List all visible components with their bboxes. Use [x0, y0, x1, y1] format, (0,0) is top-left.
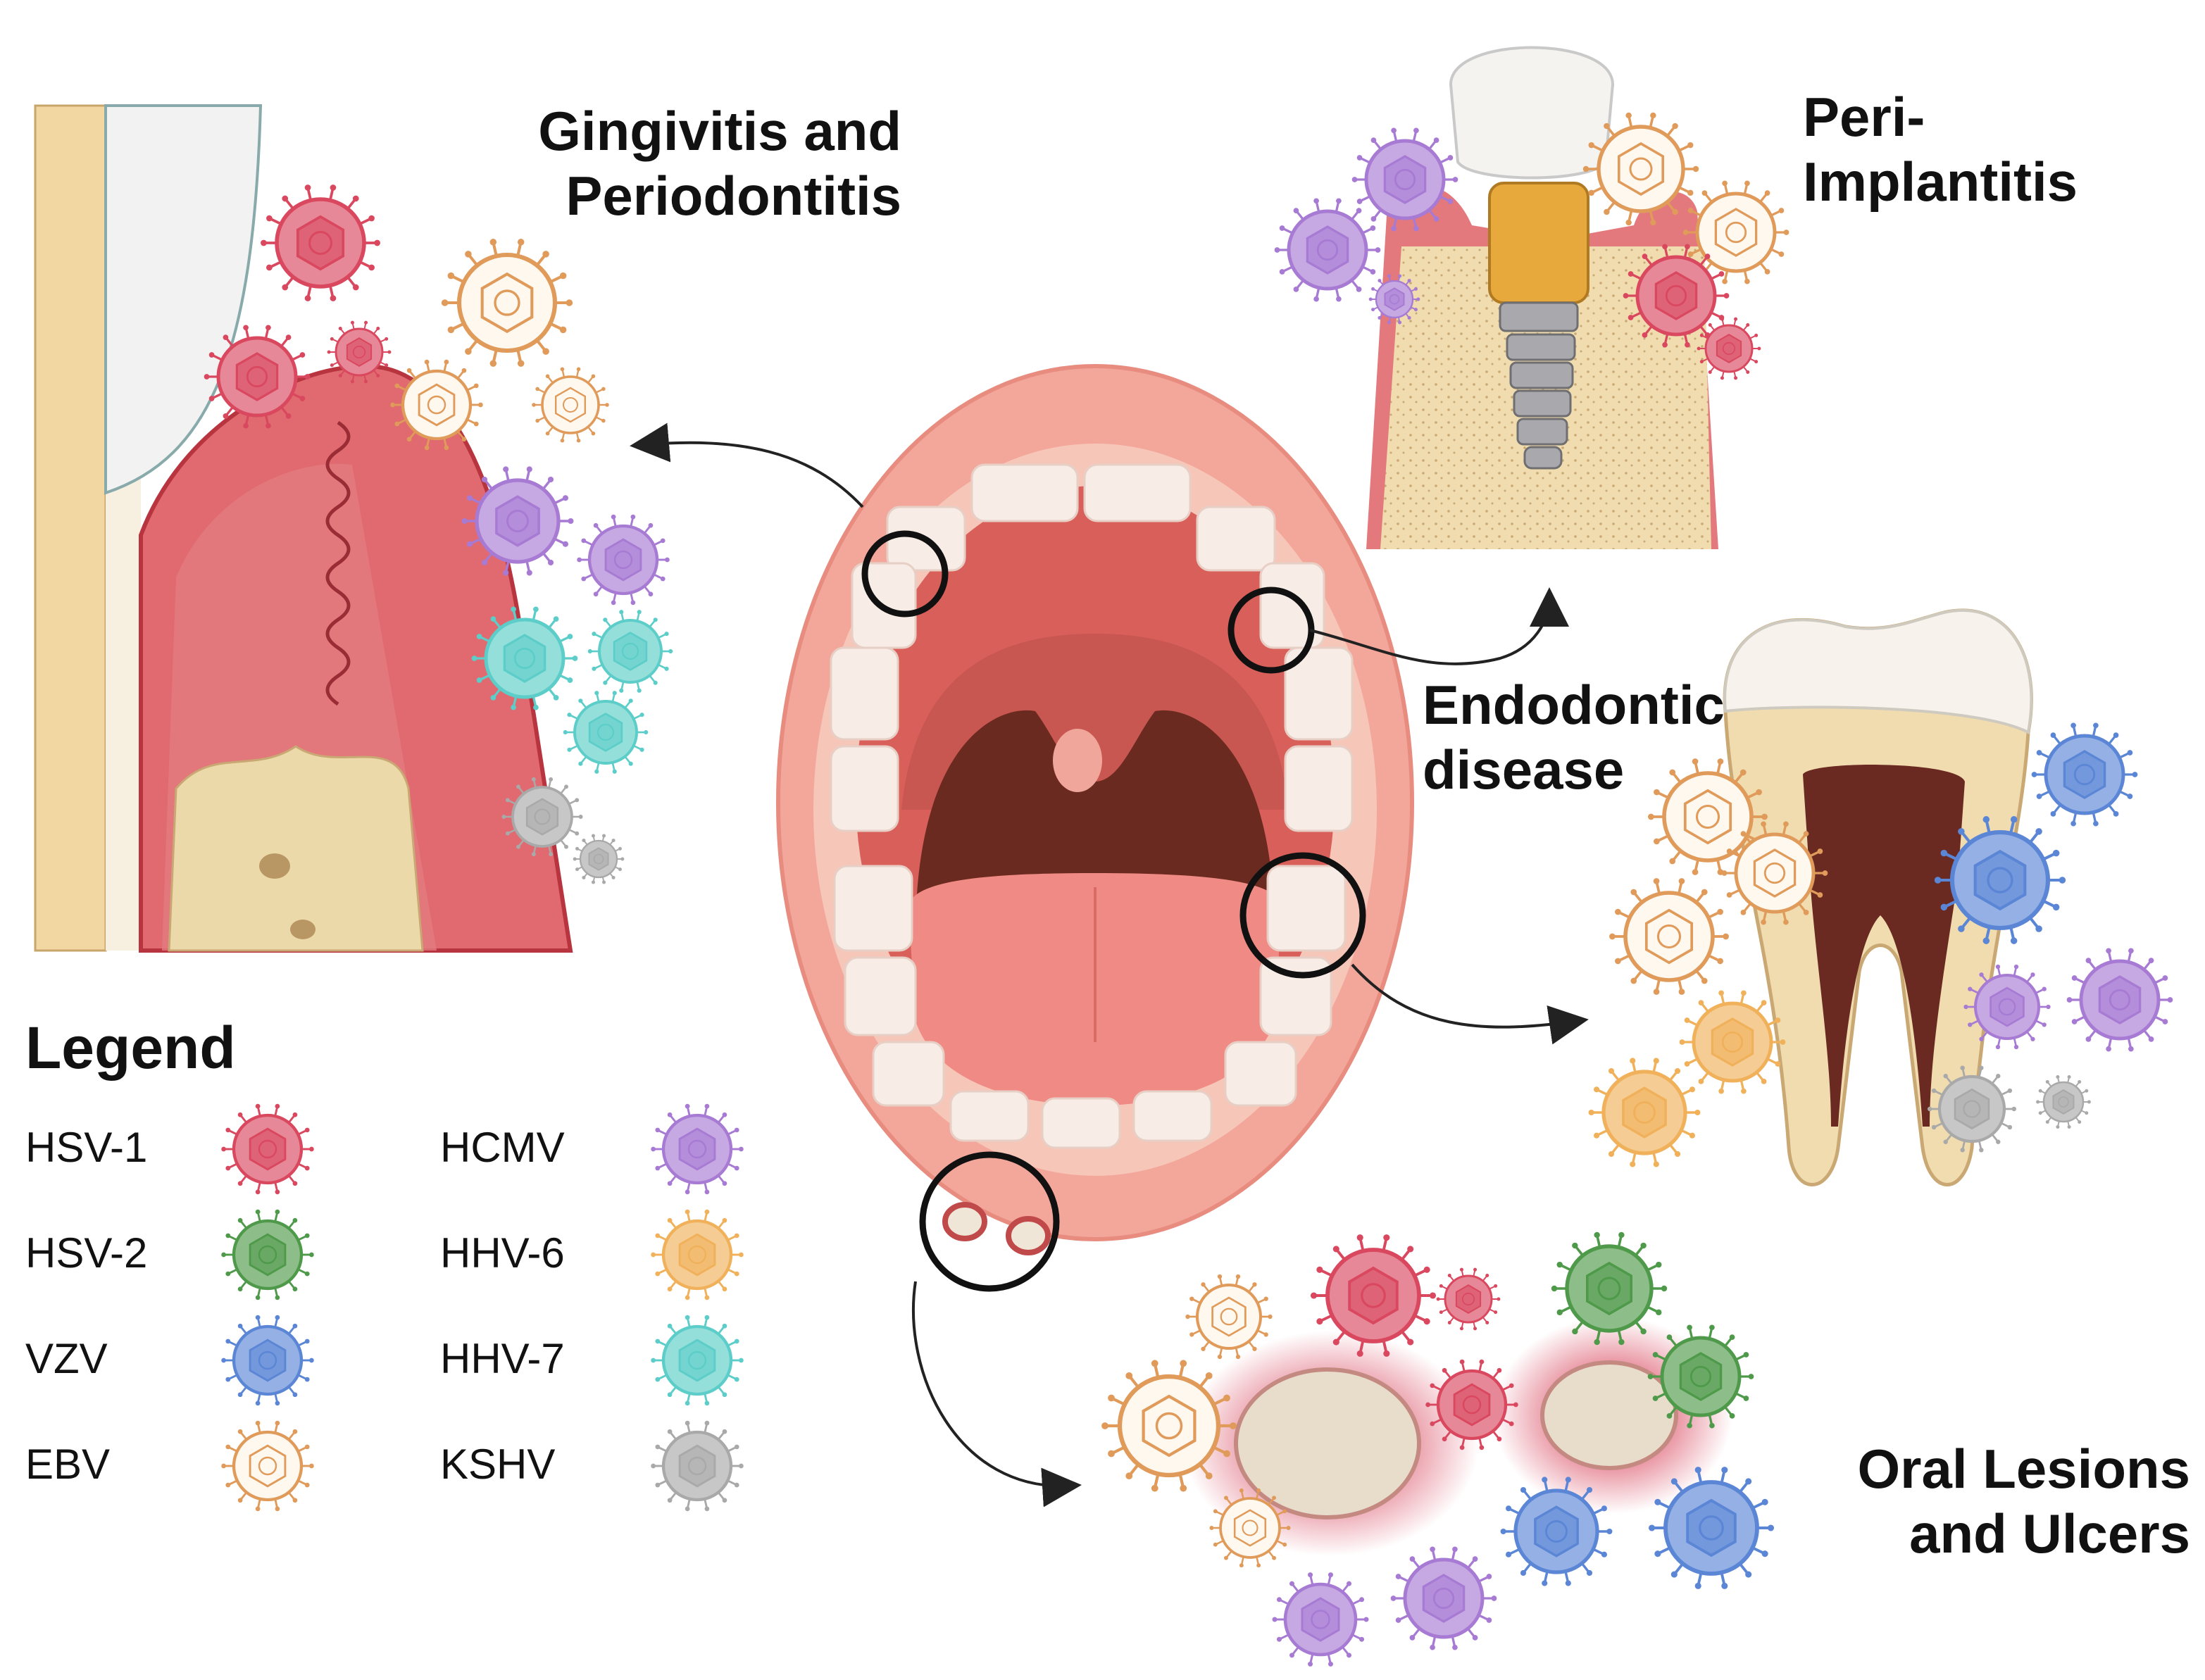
- scene-vzv-virus-icon: [2031, 722, 2138, 827]
- scene-hsv1-virus-icon: [1623, 244, 1730, 348]
- scene-hsv1-virus-icon: [1436, 1267, 1501, 1331]
- scene-ebv-virus-icon: [1582, 112, 1699, 226]
- legend-hhv6-virus-icon: [651, 1209, 744, 1300]
- scene-hsv2-virus-icon: [1647, 1324, 1754, 1429]
- peri-implantitis-title: Peri- Implantitis: [1803, 84, 2078, 214]
- legend-label-vzv: VZV: [25, 1335, 108, 1382]
- legend-icons: [221, 1103, 744, 1512]
- scene-vzv-virus-icon: [1934, 816, 2066, 944]
- scene-ebv-virus-icon: [1185, 1274, 1273, 1360]
- oral-lesions-title: Oral Lesions and Ulcers: [1803, 1436, 2191, 1566]
- arrows: [630, 422, 1589, 1507]
- scene-ebv-virus-icon: [390, 359, 483, 451]
- scene-hcmv-virus-icon: [1351, 127, 1458, 232]
- virus-particles: [204, 112, 2173, 1667]
- scene-hcmv-virus-icon: [1368, 274, 1420, 325]
- legend-hcmv-virus-icon: [651, 1103, 744, 1195]
- legend-hsv2-virus-icon: [221, 1209, 314, 1300]
- scene-kshv-virus-icon: [573, 834, 625, 884]
- scene-hcmv-virus-icon: [577, 514, 670, 606]
- highlight-circles: [861, 530, 1366, 1292]
- gingivitis-panel: [34, 104, 573, 953]
- gingivitis-title-line2: Periodontitis: [566, 165, 901, 227]
- scene-hsv1-virus-icon: [1310, 1234, 1437, 1357]
- scene-hsv1-virus-icon: [1697, 317, 1761, 380]
- scene-hsv1-virus-icon: [261, 184, 380, 301]
- scene-kshv-virus-icon: [1927, 1065, 2017, 1153]
- scene-ebv-virus-icon: [1648, 758, 1768, 875]
- scene-hcmv-virus-icon: [461, 466, 574, 576]
- endodontic-title-line2: disease: [1423, 739, 1625, 801]
- legend-title: Legend: [25, 1015, 236, 1081]
- scene-vzv-virus-icon: [1648, 1467, 1775, 1589]
- scene-hcmv-virus-icon: [2066, 948, 2173, 1052]
- scene-ebv-virus-icon: [1682, 180, 1789, 284]
- scene-kshv-virus-icon: [2036, 1075, 2091, 1129]
- legend-ebv-virus-icon: [221, 1420, 314, 1512]
- scene-ebv-virus-icon: [1101, 1360, 1237, 1492]
- scene-hcmv-virus-icon: [1274, 198, 1381, 302]
- scene-hhv7-virus-icon: [563, 691, 649, 774]
- legend-label-hhv7: HHV-7: [440, 1335, 565, 1382]
- scene-ebv-virus-icon: [1721, 821, 1828, 925]
- legend-hsv1-virus-icon: [221, 1103, 314, 1195]
- gingivitis-title: Gingivitis and Periodontitis: [451, 99, 901, 228]
- scene-ebv-virus-icon: [532, 367, 609, 443]
- legend-label-hcmv: HCMV: [440, 1124, 565, 1171]
- legend-label-hsv1: HSV-1: [25, 1124, 148, 1171]
- oral-lesions-title-line1: Oral Lesions: [1857, 1438, 2191, 1500]
- oral-lesions-title-line2: and Ulcers: [1909, 1503, 2190, 1565]
- legend-label-ebv: EBV: [25, 1441, 111, 1488]
- endodontic-title: Endodontic disease: [1423, 672, 1725, 802]
- legend-label-hsv2: HSV-2: [25, 1229, 148, 1277]
- scene-hhv6-virus-icon: [1679, 990, 1786, 1094]
- endodontic-tooth-panel: [1723, 608, 2033, 1186]
- scene-vzv-virus-icon: [1500, 1477, 1613, 1586]
- scene-hsv2-virus-icon: [1551, 1231, 1668, 1346]
- peri-implantitis-title-line1: Peri-: [1803, 86, 1925, 148]
- open-mouth-illustration: [776, 364, 1414, 1255]
- scene-hhv7-virus-icon: [471, 606, 578, 710]
- scene-hsv1-virus-icon: [204, 325, 311, 429]
- scene-ebv-virus-icon: [1609, 878, 1729, 995]
- gingivitis-title-line1: Gingivitis and: [538, 100, 901, 162]
- legend-hhv7-virus-icon: [651, 1315, 744, 1406]
- scene-hsv1-virus-icon: [1425, 1359, 1518, 1450]
- scene-hhv7-virus-icon: [587, 610, 673, 693]
- scene-hcmv-virus-icon: [1272, 1572, 1369, 1667]
- legend-vzv-virus-icon: [221, 1315, 314, 1406]
- scene-hhv6-virus-icon: [1588, 1058, 1701, 1167]
- endodontic-title-line1: Endodontic: [1423, 674, 1725, 736]
- scene-hcmv-virus-icon: [1390, 1546, 1497, 1650]
- peri-implantitis-title-line2: Implantitis: [1803, 151, 2078, 213]
- scene-hsv1-virus-icon: [327, 320, 392, 384]
- scene-ebv-virus-icon: [441, 239, 573, 367]
- scene-ebv-virus-icon: [1209, 1488, 1291, 1568]
- scene-hcmv-virus-icon: [1963, 964, 2051, 1050]
- scene-kshv-virus-icon: [501, 777, 583, 857]
- legend-kshv-virus-icon: [651, 1420, 744, 1512]
- legend-label-hhv6: HHV-6: [440, 1229, 565, 1277]
- legend-label-kshv: KSHV: [440, 1441, 556, 1488]
